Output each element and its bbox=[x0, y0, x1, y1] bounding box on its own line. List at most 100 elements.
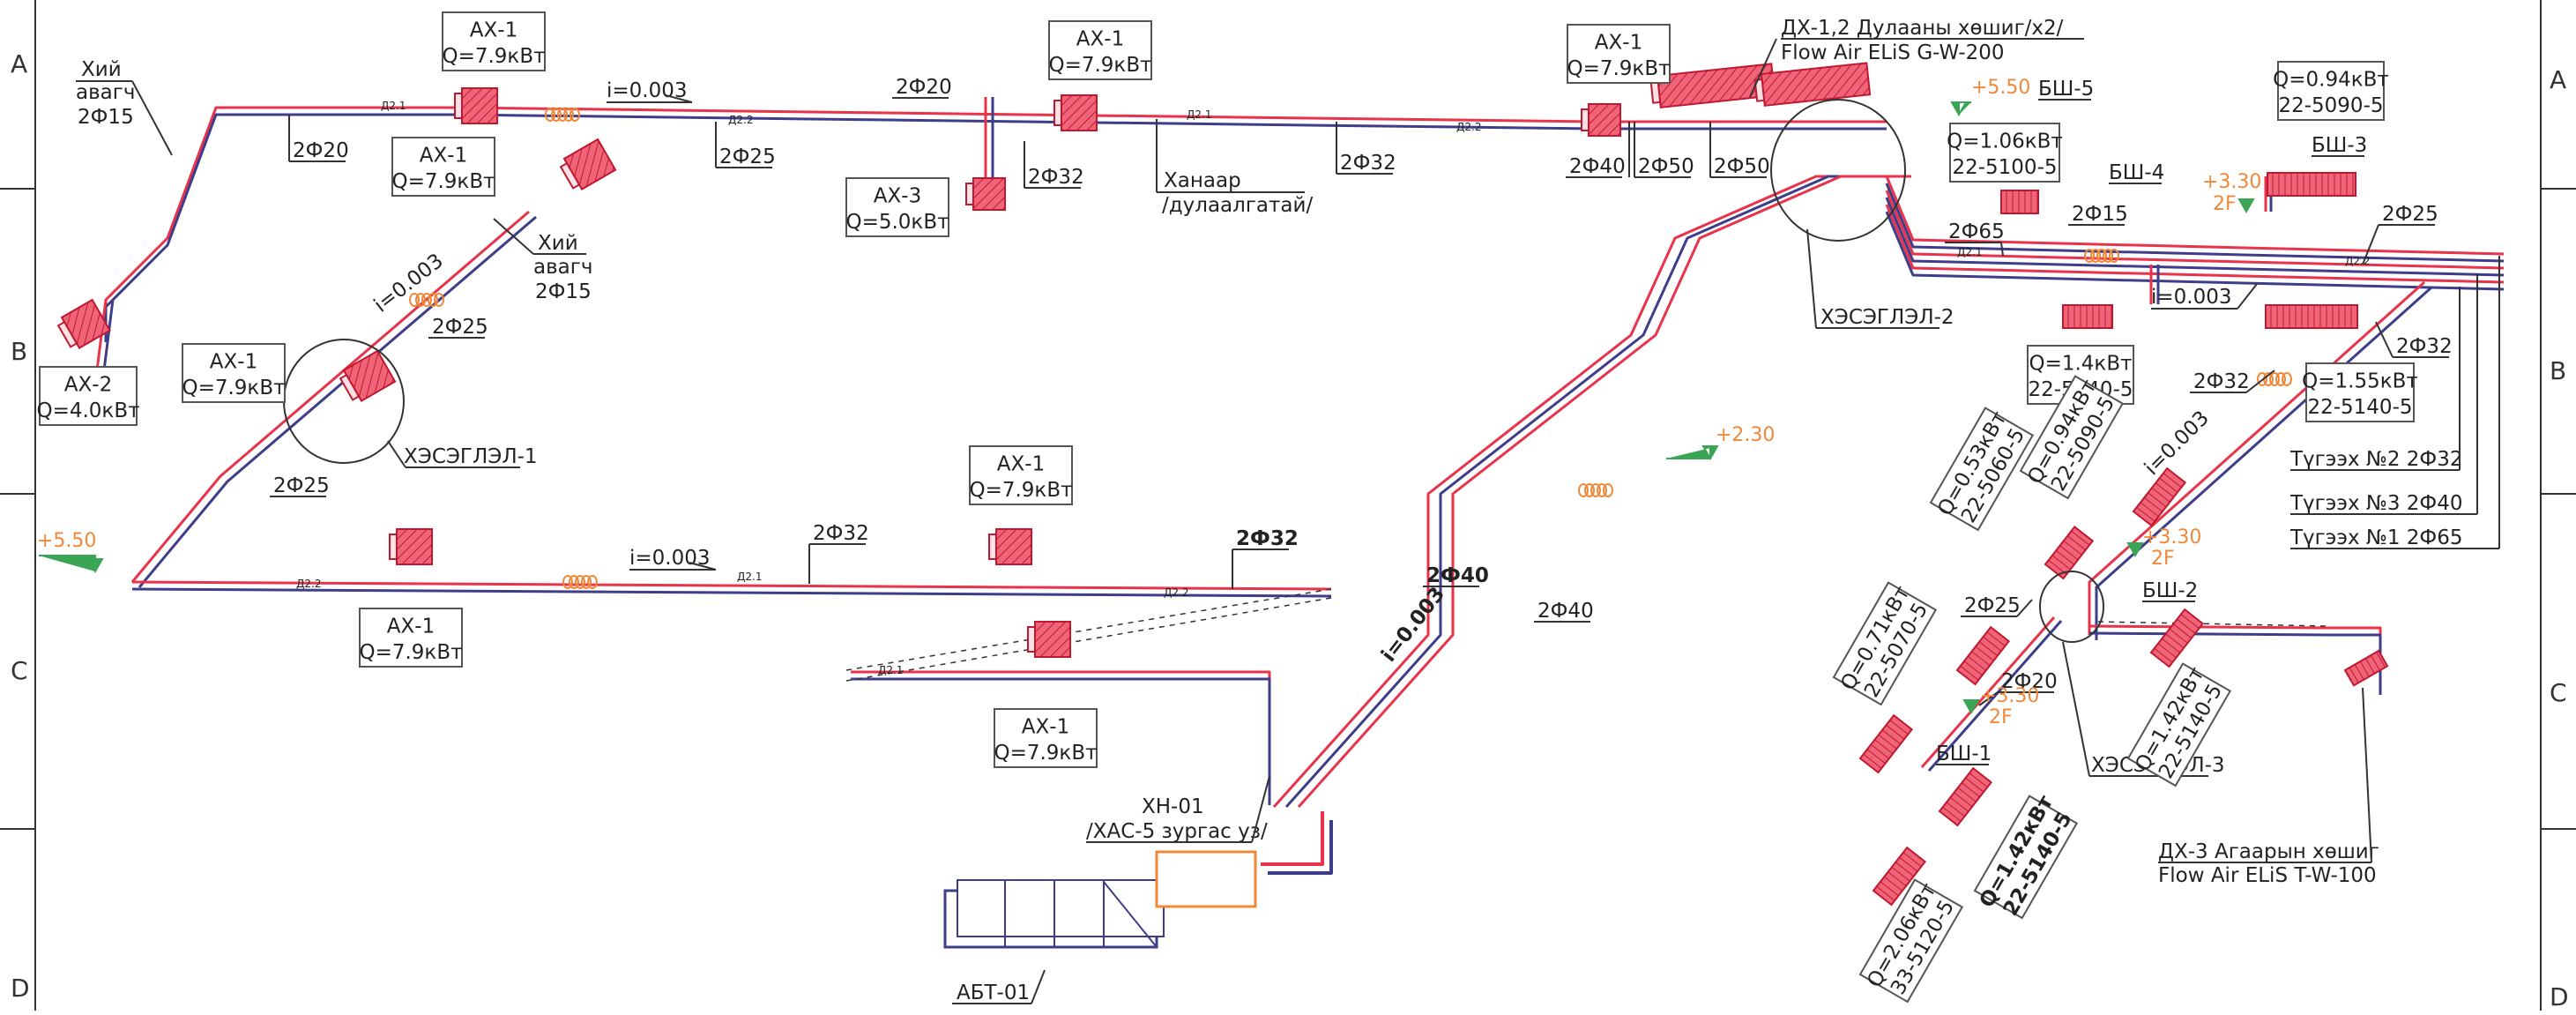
manifold-3: БШ-3 bbox=[2312, 134, 2367, 157]
dashed-guide bbox=[845, 588, 1332, 671]
right-header bbox=[1885, 190, 2505, 270]
pipe-size: 2Ф32 bbox=[1028, 166, 1084, 189]
right-header bbox=[1885, 183, 2505, 263]
pipe-code: Д2.1 bbox=[737, 571, 762, 583]
air-vent-2-l1: Хий bbox=[538, 232, 578, 255]
radiator bbox=[2343, 649, 2389, 687]
fan-coil-unit bbox=[1053, 94, 1098, 131]
callout-value: 22-5140-5 bbox=[2307, 396, 2412, 419]
level-label: 2F bbox=[2213, 193, 2237, 215]
ahu-connection bbox=[1268, 820, 1333, 875]
manifold-2: БШ-2 bbox=[2142, 579, 2198, 602]
radiator bbox=[2062, 304, 2113, 329]
callout-value: Q=7.9кВт bbox=[391, 170, 495, 193]
compensator bbox=[1578, 483, 1613, 497]
pipe-size: 2Ф25 bbox=[432, 316, 488, 339]
pipe-size: 2Ф25 bbox=[719, 146, 776, 168]
radiator bbox=[2267, 172, 2356, 197]
callout-box-ax1_c: АХ-1Q=7.9кВт bbox=[1567, 24, 1671, 84]
radiator bbox=[1858, 713, 1914, 774]
detail-label-2: ХЭСЭГЛЭЛ-2 bbox=[1820, 306, 1954, 329]
slope-label: i=0.003 bbox=[2140, 407, 2214, 480]
compensator bbox=[562, 575, 598, 589]
radiator bbox=[2132, 466, 2187, 527]
fan-coil-unit bbox=[56, 298, 112, 350]
riser-2-label: Түгээх №2 2Ф32 bbox=[2289, 448, 2462, 471]
lower-main-supply bbox=[131, 580, 1332, 591]
callout-title: АХ-1 bbox=[470, 19, 517, 42]
wall-note-l1: Ханаар bbox=[1164, 169, 1241, 192]
callout-title: АХ-1 bbox=[387, 616, 435, 638]
lower-main-return bbox=[131, 587, 1332, 598]
level-label: +3.30 bbox=[1980, 685, 2039, 707]
riser-1-label: Түгээх №1 2Ф65 bbox=[2289, 526, 2462, 549]
pipe-code: Д2.1 bbox=[1187, 108, 1211, 121]
grid-row-d-right: D bbox=[2550, 982, 2569, 1011]
grid-row-b-left: B bbox=[11, 337, 27, 366]
radiator bbox=[2044, 526, 2095, 580]
main-riser bbox=[1297, 175, 1911, 809]
abt-label: АБТ-01 bbox=[957, 981, 1030, 1004]
compensator bbox=[2084, 249, 2119, 263]
callout-value: Q=4.0кВт bbox=[36, 399, 139, 422]
grid-row-d-left: D bbox=[11, 974, 30, 1003]
dashed-guide bbox=[845, 597, 1332, 682]
air-vent-2-l3: 2Ф15 bbox=[535, 280, 592, 303]
pipe-size: 2Ф20 bbox=[896, 76, 952, 99]
dx3-branch-supply bbox=[2088, 624, 2345, 630]
slope-label: i=0.003 bbox=[2151, 286, 2232, 309]
callout-title: Q=1.4кВт bbox=[2029, 353, 2132, 376]
riser-3-label: Түгээх №3 2Ф40 bbox=[2289, 492, 2462, 515]
air-vent-1-l3: 2Ф15 bbox=[78, 106, 134, 129]
dx12-title: ДХ-1,2 Дулааны хөшиг/x2/ bbox=[1781, 17, 2064, 40]
detail-circle-3 bbox=[2039, 571, 2104, 643]
callout-title: АХ-1 bbox=[1022, 716, 1069, 739]
callout-title: АХ-1 bbox=[997, 453, 1045, 476]
detail-label-1: ХЭСЭГЛЭЛ-1 bbox=[404, 445, 538, 468]
main-riser bbox=[1284, 175, 1899, 809]
pipe-size: 2Ф32 bbox=[813, 522, 869, 545]
callout-title: Q=1.06кВт bbox=[1947, 131, 2063, 153]
fan-coil-unit bbox=[454, 87, 498, 124]
callout-value: Q=7.9кВт bbox=[442, 45, 545, 68]
callout-box-ax1_e: АХ-1Q=7.9кВт bbox=[969, 445, 1073, 505]
ax2-branch-return bbox=[102, 299, 115, 371]
bsh1-riser-supply bbox=[1920, 616, 2056, 768]
level-marks: +5.50 +5.50 +2.30 +3.30 2F +3.30 2F +3.3… bbox=[37, 77, 2261, 728]
fan-coil-unit bbox=[389, 528, 433, 565]
pipe-size: 2Ф25 bbox=[2382, 203, 2438, 226]
level-label: +3.30 bbox=[2142, 526, 2201, 549]
pipe-size: 2Ф15 bbox=[2072, 203, 2128, 226]
callout-title: АХ-1 bbox=[420, 145, 467, 168]
dx3-branch-return bbox=[2088, 631, 2345, 637]
callout-value: 22-5090-5 bbox=[2278, 94, 2383, 117]
slope-label: i=0.003 bbox=[370, 250, 448, 317]
detail-circle-2 bbox=[1770, 99, 1906, 242]
manifold-4: БШ-4 bbox=[2109, 161, 2164, 184]
callout-box-ax2: АХ-2Q=4.0кВт bbox=[36, 366, 140, 426]
dx3-model: Flow Air ELiS T-W-100 bbox=[2158, 864, 2377, 887]
right-header bbox=[1885, 204, 2505, 284]
radiator bbox=[1955, 625, 2011, 686]
pipe-code: Д2.2 bbox=[1164, 586, 1188, 599]
pipe-code: Д2.2 bbox=[2345, 255, 2370, 267]
air-vent-1-l1: Хий bbox=[81, 58, 122, 81]
callout-title: Q=1.55кВт bbox=[2302, 370, 2418, 393]
level-label: +5.50 bbox=[37, 530, 96, 552]
fan-coil-unit bbox=[1581, 103, 1621, 137]
ahu-ref: /ХАС-5 зургас уз/ bbox=[1086, 820, 1268, 843]
pipe-code: Д2.1 bbox=[381, 100, 406, 112]
pipe-size: 2Ф25 bbox=[273, 474, 330, 497]
grid-row-a-left: A bbox=[11, 49, 27, 78]
callout-value: Q=7.9кВт bbox=[969, 479, 1072, 502]
level-label: +2.30 bbox=[1716, 424, 1775, 446]
fan-coil-unit bbox=[988, 528, 1032, 565]
manifold-5: БШ-5 bbox=[2038, 78, 2094, 101]
callout-value: Q=7.9кВт bbox=[182, 377, 285, 399]
ahu-code: ХН-01 bbox=[1142, 795, 1204, 818]
ahu-connection bbox=[1261, 811, 1324, 866]
label-layer: ДХ-1,2 Дулааны хөшиг/x2/ Flow Air ELiS G… bbox=[76, 17, 2500, 1004]
